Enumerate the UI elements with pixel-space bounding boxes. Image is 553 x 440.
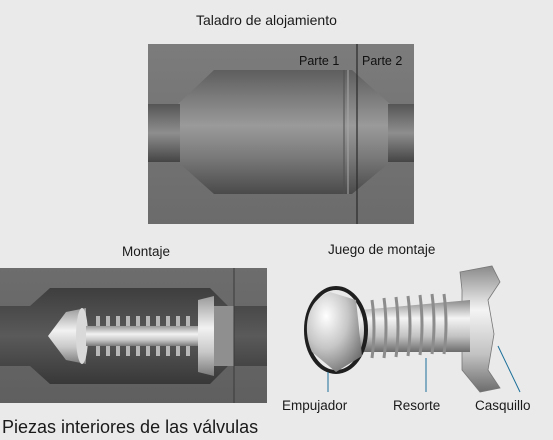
assembly-pusher <box>48 308 86 364</box>
kit-shaft <box>360 300 470 352</box>
assembly-stem <box>86 326 216 346</box>
bore-title: Taladro de alojamiento <box>196 12 337 28</box>
kit-title: Juego de montaje <box>328 242 436 257</box>
part2-label: Parte 2 <box>362 54 403 68</box>
part1-label: Parte 1 <box>299 54 340 68</box>
figure-caption: Piezas interiores de las válvulas <box>2 417 259 437</box>
kit-pusher-dome <box>306 292 362 372</box>
kit-spring <box>370 293 448 359</box>
pusher-label: Empujador <box>282 398 348 413</box>
bushing-label: Casquillo <box>475 398 531 413</box>
assembly-bushing <box>198 296 214 376</box>
assembly-title: Montaje <box>122 244 171 259</box>
spring-label: Resorte <box>393 398 441 413</box>
